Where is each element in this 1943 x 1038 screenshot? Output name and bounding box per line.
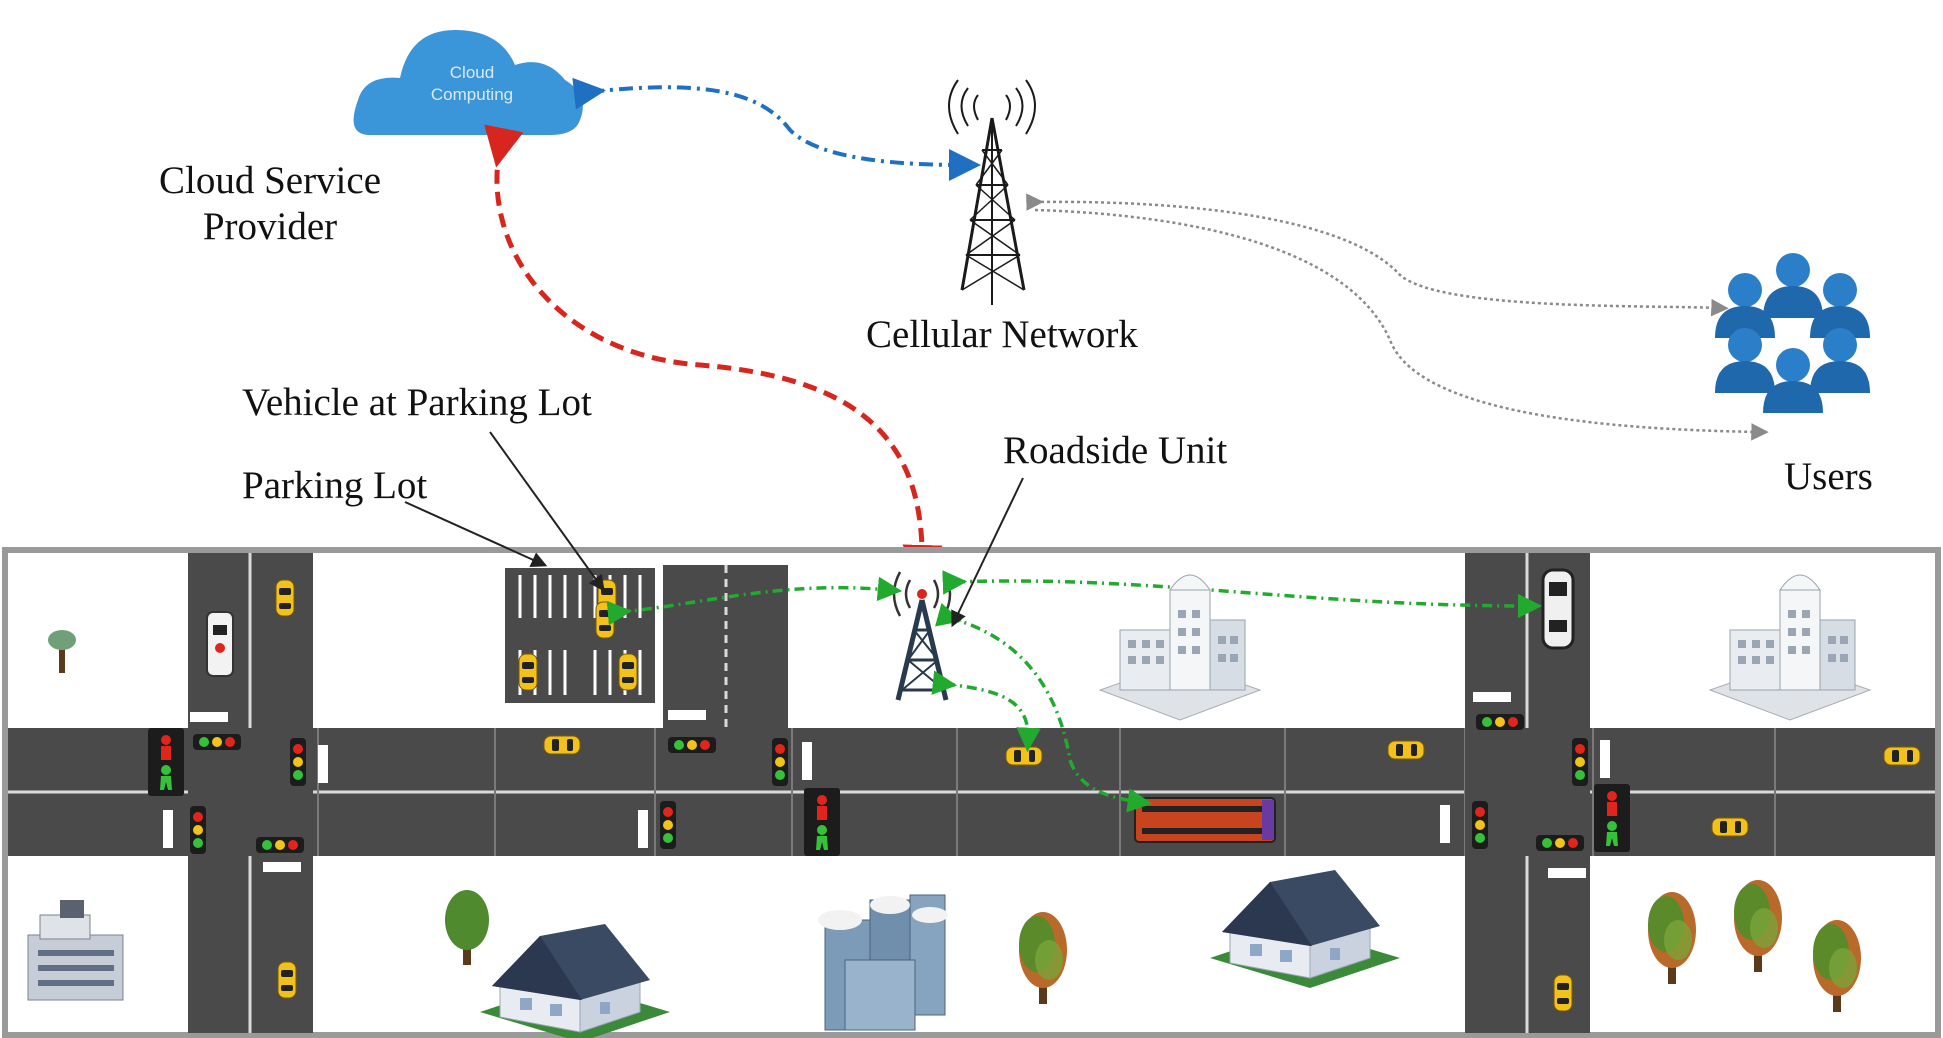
user-link-1 [1026, 193, 1729, 317]
cloud-service-provider-line1: Cloud Service [158, 159, 382, 202]
rsu-parked-vehicle-link [606, 576, 903, 626]
office-building-icon [818, 894, 948, 1031]
roadside-unit-label: Roadside Unit [1003, 429, 1228, 472]
cloud-rsu-link [484, 124, 943, 585]
bus-icon [1134, 797, 1276, 843]
users-icon [1715, 253, 1870, 413]
parking-leader-line [404, 501, 548, 567]
vehicle-leader-line [489, 431, 605, 592]
cloud-service-provider-label: Cloud Service Provider [150, 158, 390, 250]
cell-tower-icon [948, 79, 1036, 305]
v2x-links [606, 570, 1543, 813]
rsu-bus-link [934, 602, 1153, 813]
tree-icon [48, 630, 1861, 1012]
user-link-2 [1034, 208, 1769, 441]
parking-lot-icon [505, 568, 655, 703]
cloud-cellular-link [572, 77, 981, 181]
cloud-label: Cloud [450, 63, 494, 82]
cloud-icon: Cloud Computing [353, 30, 583, 135]
vehicle-at-parking-lot-label: Vehicle at Parking Lot [242, 381, 592, 424]
police-car-icon [1541, 568, 1575, 650]
users-label: Users [1784, 455, 1873, 498]
cloud-label-2: Computing [431, 85, 513, 104]
rsu-leader-line [951, 477, 1024, 628]
office-building-icon [27, 900, 124, 1001]
parking-lot-label: Parking Lot [242, 464, 428, 507]
city-map [2, 547, 1941, 1038]
cellular-network-label: Cellular Network [866, 313, 1138, 356]
cloud-service-provider-line2: Provider [202, 205, 338, 248]
ambulance-icon [206, 611, 234, 677]
